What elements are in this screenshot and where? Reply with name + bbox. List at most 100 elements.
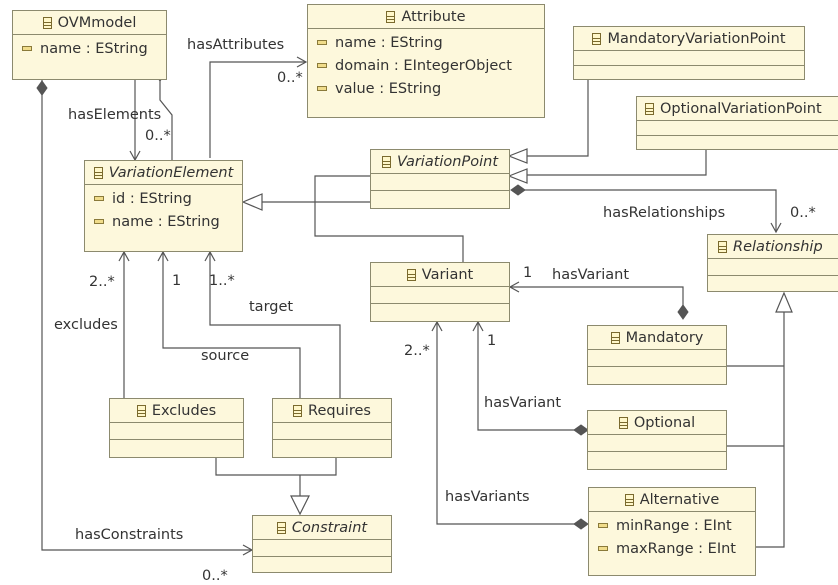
class-name: MandatoryVariationPoint bbox=[607, 30, 786, 47]
class-header: MandatoryVariationPoint bbox=[574, 27, 804, 51]
class-name: Alternative bbox=[639, 491, 720, 508]
class-name: VariationElement bbox=[108, 164, 234, 181]
class-name: OptionalVariationPoint bbox=[660, 100, 822, 117]
class-icon bbox=[386, 10, 396, 23]
class-icon bbox=[136, 404, 146, 417]
attribute-text: id : EString bbox=[112, 190, 192, 207]
arrow-source bbox=[157, 250, 169, 262]
class-variation-element[interactable]: VariationElement id : EString name : ESt… bbox=[84, 160, 243, 252]
diamond-hasVariants bbox=[573, 518, 589, 530]
class-icon bbox=[645, 102, 654, 115]
label-target-mult: 1..* bbox=[209, 273, 235, 289]
label-hasRelationships: hasRelationships bbox=[603, 205, 726, 221]
label-hasVariant-optional-mult: 1 bbox=[487, 333, 497, 349]
label-hasElements-mult: 0..* bbox=[145, 128, 171, 144]
class-icon bbox=[624, 493, 634, 506]
class-header: Mandatory bbox=[588, 326, 726, 350]
class-variant[interactable]: Variant bbox=[370, 262, 510, 322]
label-hasConstraints: hasConstraints bbox=[75, 527, 184, 543]
edge-gen-relationship bbox=[727, 312, 785, 548]
gen-arrow-relationship bbox=[775, 291, 793, 313]
class-name: OVMmodel bbox=[57, 14, 137, 31]
edge-hasVariants bbox=[436, 322, 575, 525]
attribute-row[interactable]: id : EString bbox=[85, 187, 242, 210]
diamond-hasVariant-optional bbox=[573, 424, 589, 436]
class-attribute[interactable]: Attribute name : EString domain : EInteg… bbox=[307, 4, 545, 118]
gen-arrow-vp-bottom bbox=[507, 168, 528, 184]
label-hasRelationships-mult: 0..* bbox=[790, 205, 816, 221]
diamond-hasRelationships bbox=[510, 184, 526, 196]
edge-source bbox=[162, 252, 301, 398]
class-header: OptionalVariationPoint bbox=[637, 97, 838, 121]
class-header: Excludes bbox=[110, 399, 243, 423]
class-ovmmodel[interactable]: OVMmodel name : EString bbox=[12, 10, 167, 80]
class-name: Requires bbox=[308, 402, 371, 419]
class-icon bbox=[93, 166, 103, 179]
gen-arrow-variation-element bbox=[241, 193, 263, 211]
label-hasAttributes: hasAttributes bbox=[187, 37, 285, 53]
edge-gen-variation-element bbox=[262, 175, 464, 262]
label-hasVariant-optional: hasVariant bbox=[484, 395, 562, 411]
class-header: Optional bbox=[588, 411, 726, 435]
class-relationship[interactable]: Relationship bbox=[707, 234, 838, 292]
attribute-text: name : EString bbox=[40, 40, 148, 57]
arrow-hasRelationships bbox=[770, 222, 782, 234]
edge-target bbox=[209, 252, 341, 398]
arrow-excludes bbox=[118, 250, 130, 262]
attribute-row[interactable]: minRange : EInt bbox=[589, 514, 755, 537]
edge-hasRelationships bbox=[512, 189, 777, 232]
attribute-icon bbox=[94, 219, 104, 224]
class-header: Alternative bbox=[589, 488, 755, 512]
arrow-hasAttributes bbox=[296, 56, 308, 68]
attribute-row[interactable]: name : EString bbox=[13, 37, 166, 60]
gen-arrow-constraint bbox=[290, 495, 310, 516]
class-variation-point[interactable]: VariationPoint bbox=[370, 149, 510, 209]
label-hasVariant-mandatory-mult: 1 bbox=[523, 265, 533, 281]
class-name: Attribute bbox=[401, 8, 466, 25]
attribute-text: name : EString bbox=[335, 34, 443, 51]
class-mandatory[interactable]: Mandatory bbox=[587, 325, 727, 385]
attribute-text: value : EString bbox=[335, 80, 442, 97]
edge-gen-mandatory-vp bbox=[525, 80, 589, 157]
attribute-row[interactable]: maxRange : EInt bbox=[589, 537, 755, 560]
label-hasElements: hasElements bbox=[68, 107, 162, 123]
class-icon bbox=[293, 404, 303, 417]
attribute-text: name : EString bbox=[112, 213, 220, 230]
edge-hasVariant-mandatory bbox=[510, 286, 684, 318]
edge-hasVariant-optional bbox=[477, 322, 575, 431]
attribute-icon bbox=[598, 523, 608, 528]
attribute-row[interactable]: domain : EIntegerObject bbox=[308, 54, 544, 77]
class-constraint[interactable]: Constraint bbox=[252, 515, 392, 573]
label-target: target bbox=[249, 299, 294, 315]
attribute-icon bbox=[317, 86, 327, 91]
class-name: Optional bbox=[633, 414, 696, 431]
attribute-text: domain : EIntegerObject bbox=[335, 57, 512, 74]
label-source-mult: 1 bbox=[172, 273, 182, 289]
edge-gen-optional-vp bbox=[525, 150, 707, 176]
edge-hasConstraints bbox=[41, 80, 252, 551]
class-name: Variant bbox=[421, 266, 474, 283]
attribute-row[interactable]: name : EString bbox=[308, 31, 544, 54]
class-alternative[interactable]: Alternative minRange : EInt maxRange : E… bbox=[588, 487, 756, 576]
diamond-hasConstraints bbox=[36, 80, 48, 96]
class-optional[interactable]: Optional bbox=[587, 410, 727, 470]
class-mandatory-variation-point[interactable]: MandatoryVariationPoint bbox=[573, 26, 805, 80]
attribute-row[interactable]: name : EString bbox=[85, 210, 242, 233]
attribute-icon bbox=[94, 196, 104, 201]
class-header: Variant bbox=[371, 263, 509, 287]
attribute-text: minRange : EInt bbox=[616, 517, 732, 534]
class-header: VariationElement bbox=[85, 161, 242, 185]
arrow-hasVariant-mandatory bbox=[508, 281, 520, 293]
diamond-hasVariant-mandatory bbox=[677, 304, 689, 320]
class-icon bbox=[381, 155, 391, 168]
attribute-row[interactable]: value : EString bbox=[308, 77, 544, 100]
class-requires[interactable]: Requires bbox=[272, 398, 392, 458]
class-header: VariationPoint bbox=[371, 150, 509, 174]
class-optional-variation-point[interactable]: OptionalVariationPoint bbox=[636, 96, 838, 150]
label-hasVariant-mandatory: hasVariant bbox=[552, 267, 630, 283]
gen-arrow-vp-top bbox=[507, 148, 528, 164]
attribute-icon bbox=[317, 63, 327, 68]
class-excludes[interactable]: Excludes bbox=[109, 398, 244, 458]
class-icon bbox=[718, 240, 727, 253]
